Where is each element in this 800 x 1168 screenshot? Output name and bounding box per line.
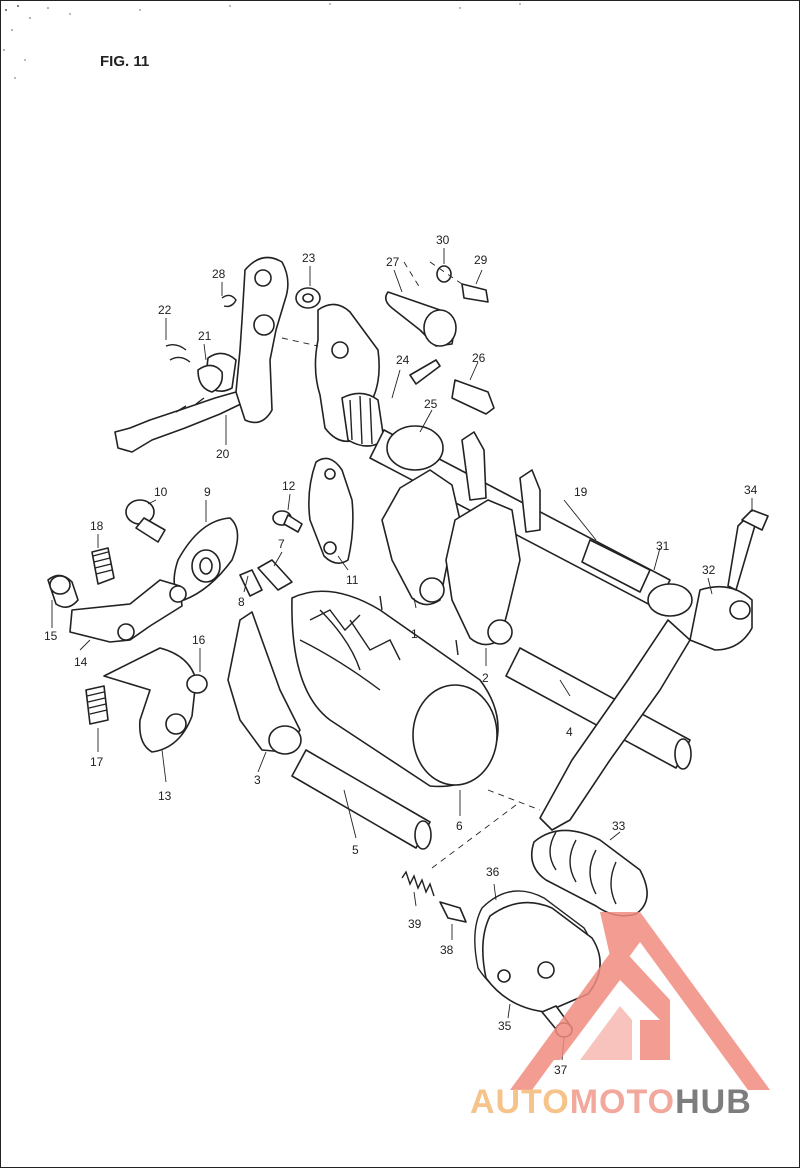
callout-5: 5 — [352, 843, 359, 857]
callout-29: 29 — [474, 253, 488, 267]
automotohub-watermark: AUTOMOTOHUB — [470, 1083, 752, 1122]
plunger-38 — [439, 901, 467, 923]
callout-38: 38 — [440, 943, 454, 957]
pawl-plate-13 — [103, 647, 208, 753]
callout-2: 2 — [482, 671, 489, 685]
callout-10: 10 — [154, 485, 168, 499]
callout-22: 22 — [158, 303, 172, 317]
callout-33: 33 — [612, 819, 626, 833]
callout-20: 20 — [216, 447, 230, 461]
callout-34: 34 — [744, 483, 758, 497]
springs-17-18 — [85, 547, 115, 725]
clips-21-22-28 — [165, 294, 237, 393]
callout-30: 30 — [436, 233, 450, 247]
callout-37: 37 — [554, 1063, 568, 1077]
callout-19: 19 — [574, 485, 588, 499]
callout-24: 24 — [396, 353, 410, 367]
callout-18: 18 — [90, 519, 104, 533]
callout-21: 21 — [198, 329, 212, 343]
pins-7-8-12 — [239, 510, 303, 597]
dashed-reference-lines — [281, 261, 541, 869]
callout-17: 17 — [90, 755, 104, 769]
callout-11: 11 — [346, 573, 359, 587]
callout-16: 16 — [192, 633, 206, 647]
brand-auto: AUTO — [470, 1083, 570, 1121]
gearshift-cam-6 — [291, 590, 499, 788]
callout-13: 13 — [158, 789, 172, 803]
callout-4: 4 — [566, 725, 573, 739]
callout-9: 9 — [204, 485, 211, 499]
pawl-lever-14 — [47, 574, 187, 643]
gearshift-lever-32 — [539, 509, 769, 831]
brand-hub: HUB — [675, 1083, 752, 1121]
callout-39: 39 — [408, 917, 422, 931]
spring-39 — [401, 870, 435, 897]
callout-7: 7 — [278, 537, 285, 551]
callout-numbers: 1 2 3 4 5 6 7 8 9 10 11 12 13 14 15 16 1… — [44, 233, 758, 1077]
callout-15: 15 — [44, 629, 58, 643]
figure-title: FIG. 11 — [100, 53, 150, 70]
callout-14: 14 — [74, 655, 88, 669]
leader-lines — [51, 248, 753, 1061]
callout-23: 23 — [302, 251, 316, 265]
automotohub-logo-mark — [510, 912, 770, 1090]
callout-32: 32 — [702, 563, 716, 577]
shift-selector-23-27 — [295, 265, 495, 447]
cam-driven-gear-9 — [125, 499, 239, 601]
gearshift-arm-20 — [114, 256, 289, 453]
callout-31: 31 — [656, 539, 670, 553]
callout-28: 28 — [212, 267, 226, 281]
brand-moto: MOTO — [569, 1083, 676, 1121]
callout-35: 35 — [498, 1019, 512, 1033]
callout-27: 27 — [386, 255, 400, 269]
fork-shaft-5 — [291, 749, 432, 850]
callout-1: 1 — [411, 627, 418, 641]
gearshift-shaft-19 — [369, 425, 693, 617]
callout-12: 12 — [282, 479, 296, 493]
callout-6: 6 — [456, 819, 463, 833]
cam-plate-11 — [308, 457, 354, 564]
scan-noise — [3, 3, 521, 79]
shift-forks-1-2 — [379, 431, 541, 656]
callout-25: 25 — [424, 397, 438, 411]
cam-guide-3 — [227, 611, 302, 755]
footrest-rubber-33 — [530, 829, 648, 917]
callout-3: 3 — [254, 773, 261, 787]
callout-26: 26 — [472, 351, 486, 365]
callout-36: 36 — [486, 865, 500, 879]
callout-8: 8 — [238, 595, 245, 609]
